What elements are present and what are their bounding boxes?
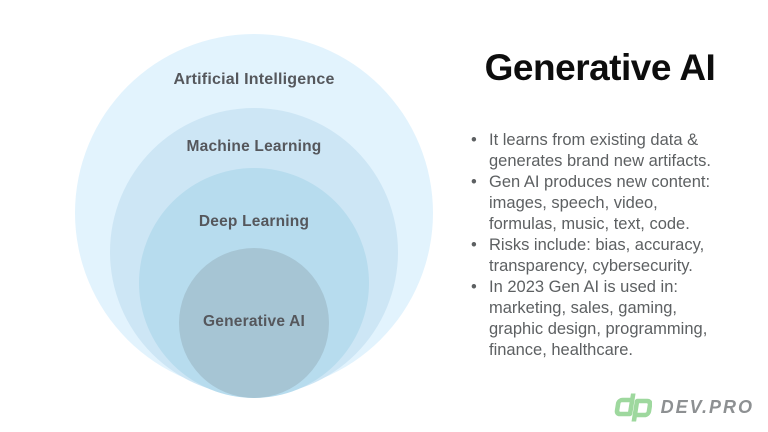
bullet-text: graphic design, programming, bbox=[489, 320, 708, 338]
bullet-text: It learns from existing data & bbox=[489, 131, 699, 149]
label-machine-learning: Machine Learning bbox=[186, 138, 322, 155]
bullet-text: marketing, sales, gaming, bbox=[489, 299, 678, 317]
list-item: Gen AI produces new content: images, spe… bbox=[470, 172, 762, 235]
label-artificial-intelligence: Artificial Intelligence bbox=[173, 71, 335, 88]
bullet-text: transparency, cybersecurity. bbox=[489, 257, 693, 275]
bullet-text: images, speech, video, bbox=[489, 194, 658, 212]
ai-nested-circles-diagram: Artificial Intelligence Machine Learning… bbox=[75, 34, 433, 398]
label-deep-learning: Deep Learning bbox=[198, 213, 310, 230]
content-panel: Generative AI It learns from existing da… bbox=[432, 0, 768, 432]
circle-generative-ai bbox=[179, 248, 329, 398]
bullet-text: In 2023 Gen AI is used in: bbox=[489, 278, 678, 296]
list-item: It learns from existing data & generates… bbox=[470, 130, 762, 172]
devpro-logo-mark-icon bbox=[612, 392, 652, 423]
page-title: Generative AI bbox=[484, 47, 716, 88]
bullet-text: generates brand new artifacts. bbox=[489, 152, 711, 170]
bullet-text: finance, healthcare. bbox=[489, 341, 634, 359]
list-item: In 2023 Gen AI is used in: marketing, sa… bbox=[470, 277, 762, 361]
devpro-logo: DEV.PRO bbox=[612, 392, 754, 423]
bullet-text: Risks include: bias, accuracy, bbox=[489, 236, 705, 254]
bullet-text: formulas, music, text, code. bbox=[489, 215, 690, 233]
bullet-list: It learns from existing data & generates… bbox=[470, 130, 762, 361]
devpro-logo-text: DEV.PRO bbox=[660, 397, 754, 417]
list-item: Risks include: bias, accuracy, transpare… bbox=[470, 235, 762, 277]
label-generative-ai: Generative AI bbox=[203, 313, 305, 330]
bullet-text: Gen AI produces new content: bbox=[489, 173, 711, 191]
